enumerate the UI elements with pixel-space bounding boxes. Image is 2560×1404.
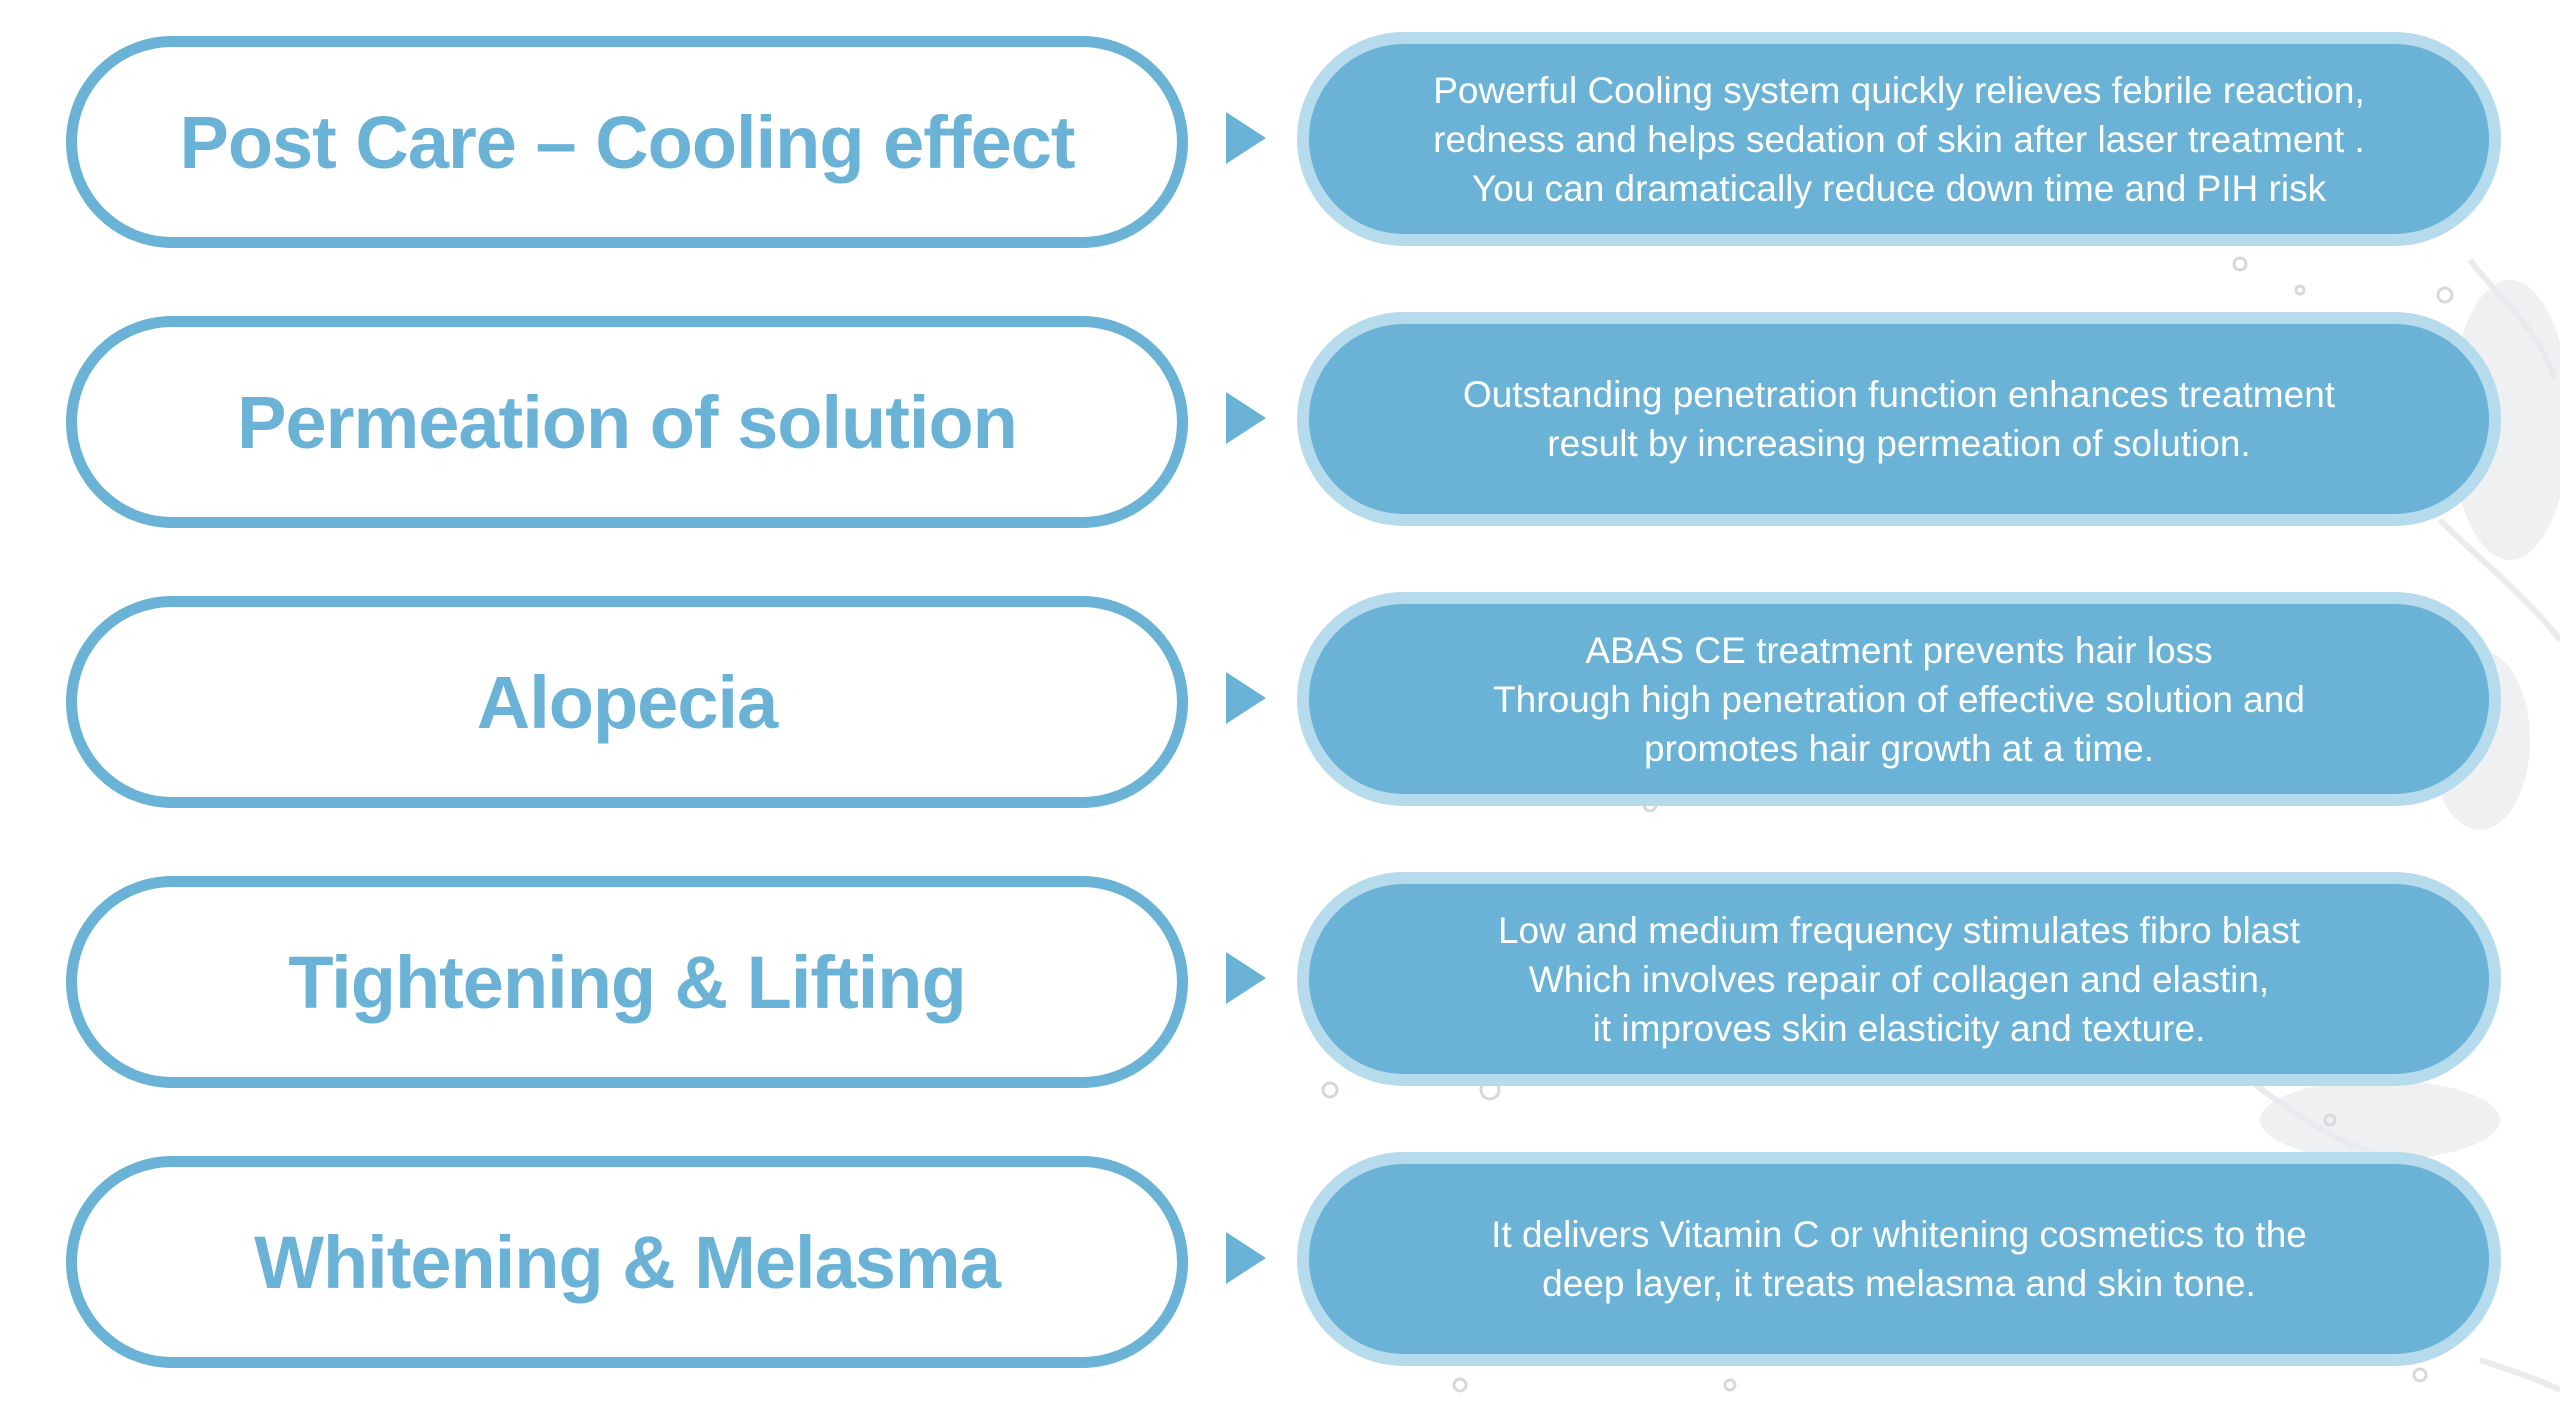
feature-title-pill: Whitening & Melasma xyxy=(66,1156,1188,1368)
feature-row: Permeation of solution Outstanding penet… xyxy=(0,312,2560,528)
feature-description-inner: ABAS CE treatment prevents hair loss Thr… xyxy=(1309,604,2489,794)
triangle-right-icon xyxy=(1226,672,1266,724)
feature-title-pill: Permeation of solution xyxy=(66,316,1188,528)
feature-title: Tightening & Lifting xyxy=(288,940,966,1024)
triangle-right-icon xyxy=(1226,952,1266,1004)
feature-description-inner: Outstanding penetration function enhance… xyxy=(1309,324,2489,514)
feature-description-pill: Low and medium frequency stimulates fibr… xyxy=(1297,872,2501,1086)
feature-title: Permeation of solution xyxy=(237,380,1018,464)
feature-description-pill: Outstanding penetration function enhance… xyxy=(1297,312,2501,526)
feature-description: Low and medium frequency stimulates fibr… xyxy=(1497,909,2301,1049)
feature-row: Tightening & Lifting Low and medium freq… xyxy=(0,872,2560,1088)
feature-title-pill: Post Care – Cooling effect xyxy=(66,36,1188,248)
feature-description: Powerful Cooling system quickly relieves… xyxy=(1433,69,2365,209)
feature-description-inner: It delivers Vitamin C or whitening cosme… xyxy=(1309,1164,2489,1354)
feature-title: Post Care – Cooling effect xyxy=(179,100,1075,184)
feature-row: Alopecia ABAS CE treatment prevents hair… xyxy=(0,592,2560,808)
feature-title: Whitening & Melasma xyxy=(254,1220,1001,1304)
feature-title: Alopecia xyxy=(476,660,778,744)
feature-description: ABAS CE treatment prevents hair loss Thr… xyxy=(1493,629,2305,769)
triangle-right-icon xyxy=(1226,1232,1266,1284)
feature-description-inner: Low and medium frequency stimulates fibr… xyxy=(1309,884,2489,1074)
feature-row: Post Care – Cooling effect Powerful Cool… xyxy=(0,32,2560,248)
feature-description-pill: ABAS CE treatment prevents hair loss Thr… xyxy=(1297,592,2501,806)
feature-row: Whitening & Melasma It delivers Vitamin … xyxy=(0,1152,2560,1368)
feature-description-inner: Powerful Cooling system quickly relieves… xyxy=(1309,44,2489,234)
feature-description: Outstanding penetration function enhance… xyxy=(1462,374,2336,464)
triangle-right-icon xyxy=(1226,392,1266,444)
feature-title-pill: Tightening & Lifting xyxy=(66,876,1188,1088)
feature-description: It delivers Vitamin C or whitening cosme… xyxy=(1491,1214,2307,1304)
feature-description-pill: It delivers Vitamin C or whitening cosme… xyxy=(1297,1152,2501,1366)
triangle-right-icon xyxy=(1226,112,1266,164)
feature-title-pill: Alopecia xyxy=(66,596,1188,808)
feature-description-pill: Powerful Cooling system quickly relieves… xyxy=(1297,32,2501,246)
